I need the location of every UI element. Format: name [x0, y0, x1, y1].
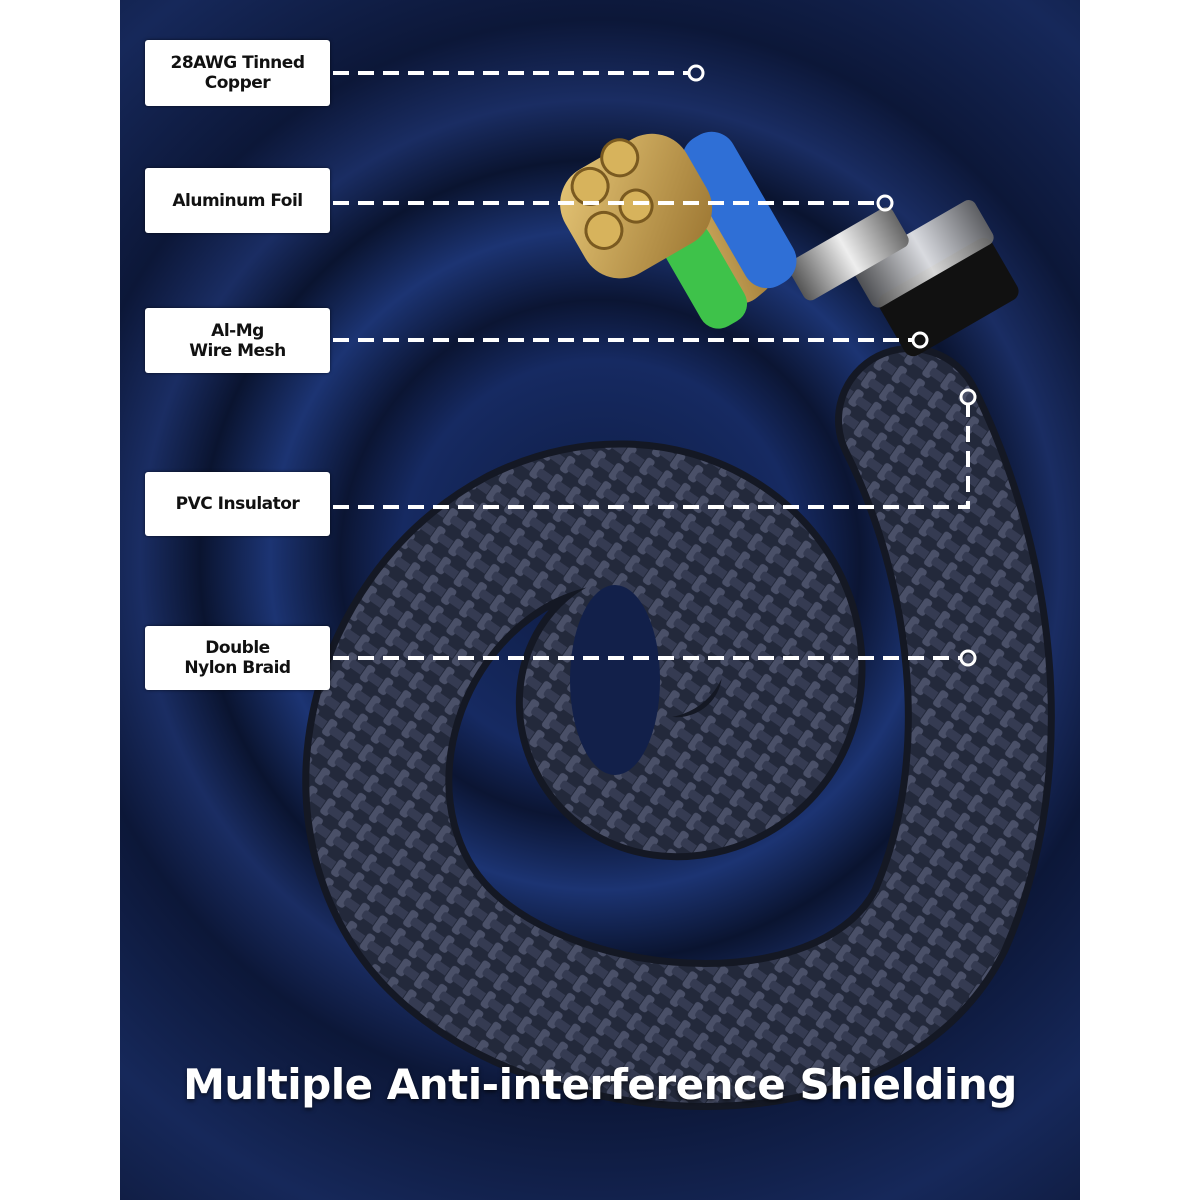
label-line: Copper	[204, 73, 271, 93]
braided-cable-coil	[302, 345, 1055, 1110]
label-line: Wire Mesh	[189, 340, 286, 361]
label-line: Al-Mg	[211, 320, 264, 341]
label-aluminum-foil: Aluminum Foil	[145, 168, 330, 233]
label-pvc-insulator: PVC Insulator	[145, 472, 330, 536]
label-line: Aluminum Foil	[172, 190, 303, 211]
label-line: Nylon Braid	[184, 658, 291, 678]
label-line: Double	[205, 638, 270, 658]
callout-dots	[687, 64, 977, 667]
label-line: 28AWG Tinned	[170, 53, 305, 73]
cable-cross-section	[560, 131, 1019, 357]
leader-lines	[333, 71, 970, 660]
label-line: PVC Insulator	[175, 494, 300, 514]
headline: Multiple Anti-interference Shielding	[183, 1060, 1017, 1109]
